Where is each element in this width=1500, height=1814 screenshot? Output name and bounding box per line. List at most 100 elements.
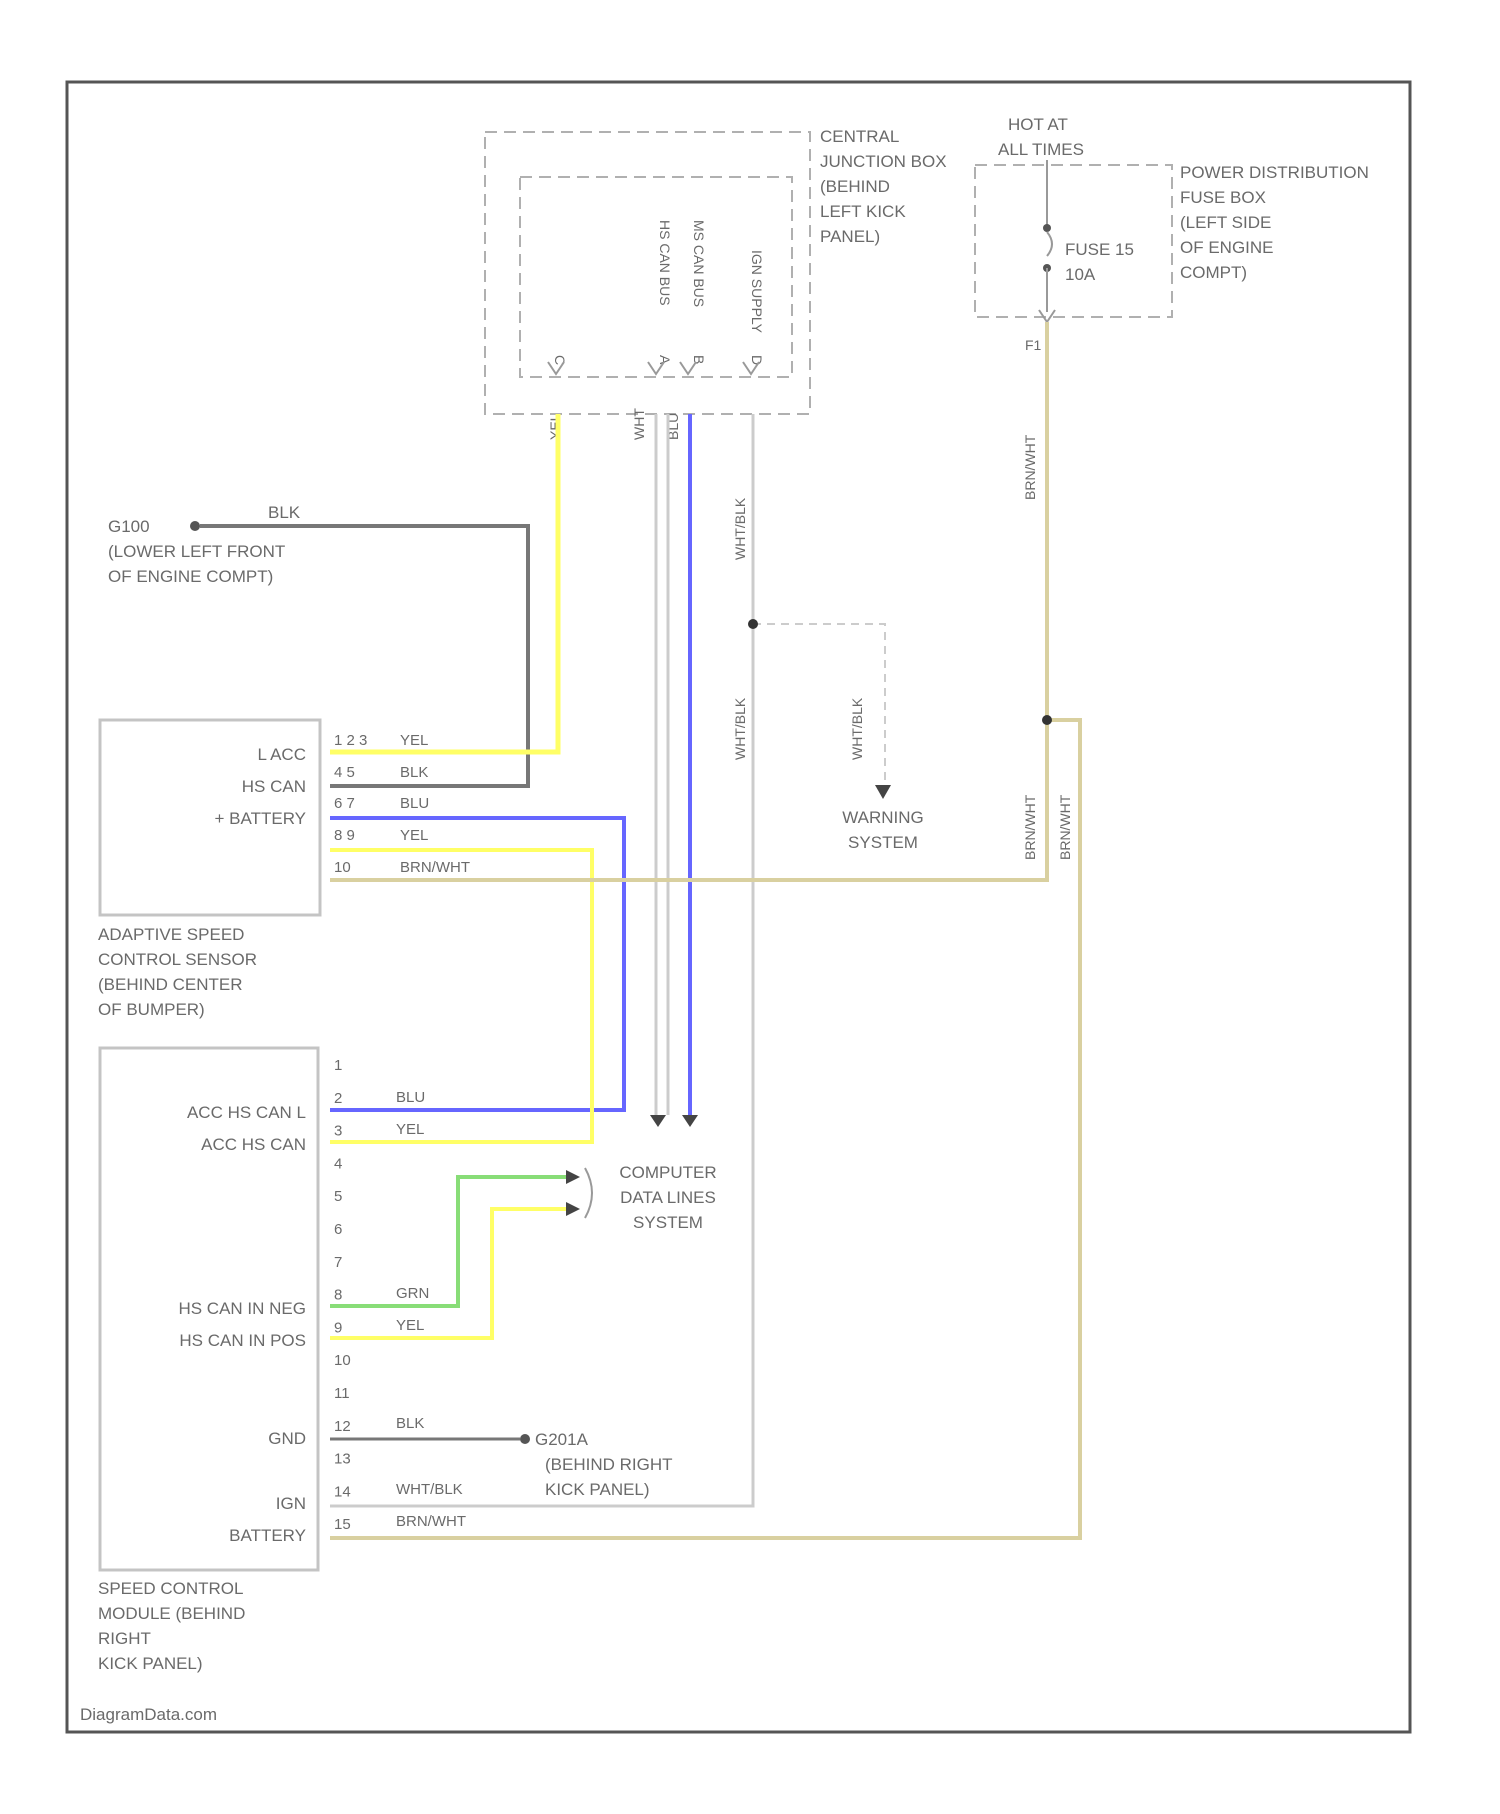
scm-pin-5: 5 — [334, 1188, 342, 1205]
cjb-ign-supply-label: IGN SUPPLY — [749, 250, 765, 334]
wire-yel-sensor-lacc — [330, 414, 558, 752]
diagram-frame — [67, 82, 1410, 1732]
scm-pin-7: 7 — [334, 1254, 342, 1271]
wire-yel-hs-can-pos — [330, 1209, 566, 1338]
scm-pin-4: 4 — [334, 1155, 342, 1172]
cdl-label-1: COMPUTER — [619, 1163, 716, 1182]
sensor-caption-4: OF BUMPER) — [98, 1000, 205, 1019]
scm-caption-4: KICK PANEL) — [98, 1654, 203, 1673]
scm-label-gnd: GND — [268, 1429, 306, 1448]
g201a-ground-icon — [520, 1434, 530, 1444]
sensor-wire-brn-wht: BRN/WHT — [400, 859, 470, 876]
cjb-pin-c: C — [552, 355, 568, 365]
cjb-wire-wht-blk: WHT/BLK — [732, 497, 748, 560]
scm-pin-12: 12 — [334, 1418, 351, 1435]
fuse-label-2: 10A — [1065, 265, 1096, 284]
scm-pin-column: 123456789101112131415 — [334, 1057, 351, 1533]
wire-yel-sensor-scm — [330, 850, 592, 1142]
g100-name: G100 — [108, 517, 150, 536]
g100-wire: BLK — [268, 503, 301, 522]
cjb-ms-can-bus-label: MS CAN BUS — [691, 220, 707, 307]
warning-label-2: SYSTEM — [848, 833, 918, 852]
fuse-label-1: FUSE 15 — [1065, 240, 1134, 259]
cjb-label-3: (BEHIND — [820, 177, 890, 196]
sensor-wire-yel-1: YEL — [400, 732, 428, 749]
g100-location-1: (LOWER LEFT FRONT — [108, 542, 285, 561]
sensor-caption-2: CONTROL SENSOR — [98, 950, 257, 969]
sensor-label-battery: + BATTERY — [215, 809, 306, 828]
scm-pin-1: 1 — [334, 1057, 342, 1074]
ign-wire-label: WHT/BLK — [732, 697, 748, 760]
sensor-pins-2: 4 5 — [334, 764, 355, 781]
g100-location-2: OF ENGINE COMPT) — [108, 567, 273, 586]
cdl-arrow-icon-1 — [650, 1115, 666, 1127]
cjb-hs-can-bus-label: HS CAN BUS — [657, 220, 673, 306]
pdb-wire-label: BRN/WHT — [1022, 434, 1038, 500]
scm-pin-13: 13 — [334, 1451, 351, 1468]
wire-wht-blk-warning — [753, 624, 885, 785]
wire-grn-hs-can-neg — [330, 1177, 566, 1306]
sensor-wire-blk: BLK — [400, 764, 428, 781]
sensor-label-hs-can: HS CAN — [242, 777, 306, 796]
scm-wire-blk: BLK — [396, 1415, 424, 1432]
fuse-pin: F1 — [1025, 337, 1042, 353]
g201a-name: G201A — [535, 1430, 589, 1449]
g201a-location-2: KICK PANEL) — [545, 1480, 650, 1499]
sensor-pins-5: 10 — [334, 859, 351, 876]
hot-label-1: HOT AT — [1008, 115, 1068, 134]
pdb-label-1: POWER DISTRIBUTION — [1180, 163, 1369, 182]
scm-pin-14: 14 — [334, 1483, 351, 1500]
warning-system: WHT/BLK WHT/BLK WARNING SYSTEM — [732, 697, 924, 852]
hot-label-2: ALL TIMES — [998, 140, 1084, 159]
scm-pin-3: 3 — [334, 1123, 342, 1140]
scm-wire-wht-blk: WHT/BLK — [396, 1481, 463, 1498]
cjb-pin-b: B — [691, 355, 707, 364]
cjb-pin-a: A — [657, 355, 673, 365]
sensor-wire-yel-2: YEL — [400, 827, 428, 844]
cdl-bracket — [585, 1168, 592, 1218]
sensor-pins-1: 1 2 3 — [334, 732, 367, 749]
splice-ign — [748, 619, 758, 629]
scm-label-acc-hs-can-l: ACC HS CAN L — [187, 1103, 306, 1122]
scm-label-hs-can-in-neg: HS CAN IN NEG — [178, 1299, 306, 1318]
pdb-label-3: (LEFT SIDE — [1180, 213, 1271, 232]
cjb-wire-yel: YEL — [547, 413, 563, 440]
scm-pin-11: 11 — [334, 1385, 350, 1402]
power-distribution-box: HOT AT ALL TIMES POWER DISTRIBUTION FUSE… — [975, 115, 1369, 500]
scm-wire-yel-2: YEL — [396, 1317, 424, 1334]
warning-label-1: WARNING — [842, 808, 924, 827]
fuse-icon — [1047, 232, 1052, 256]
pdb-label-4: OF ENGINE — [1180, 238, 1274, 257]
warning-wire-label: WHT/BLK — [849, 697, 865, 760]
scm-pin-9: 9 — [334, 1319, 342, 1336]
cjb-wire-wht: WHT — [631, 408, 647, 440]
fuse-terminal-top — [1043, 224, 1051, 232]
adaptive-speed-sensor: L ACC HS CAN + BATTERY 1 2 3 4 5 6 7 8 9… — [98, 720, 470, 1019]
scm-caption-1: SPEED CONTROL — [98, 1579, 243, 1598]
g100-ground-icon — [190, 521, 200, 531]
scm-label-ign: IGN — [276, 1494, 306, 1513]
scm-pin-15: 15 — [334, 1516, 351, 1533]
pdb-label-2: FUSE BOX — [1180, 188, 1266, 207]
scm-label-hs-can-in-pos: HS CAN IN POS — [179, 1331, 306, 1350]
scm-label-acc-hs-can: ACC HS CAN — [201, 1135, 306, 1154]
sensor-caption-3: (BEHIND CENTER — [98, 975, 243, 994]
cdl-label-3: SYSTEM — [633, 1213, 703, 1232]
scm-wire-brn-wht: BRN/WHT — [396, 1513, 466, 1530]
cjb-label-5: PANEL) — [820, 227, 880, 246]
scm-caption-3: RIGHT — [98, 1629, 151, 1648]
cdl-arrow-icon-3 — [566, 1170, 580, 1184]
wire-brn-wht-scm — [330, 720, 1080, 1538]
scm-wire-grn: GRN — [396, 1285, 429, 1302]
cdl-arrow-icon-4 — [566, 1202, 580, 1216]
computer-data-lines: COMPUTER DATA LINES SYSTEM — [619, 1163, 716, 1232]
sensor-pins-3: 6 7 — [334, 795, 355, 812]
scm-pin-6: 6 — [334, 1221, 342, 1238]
scm-pin-10: 10 — [334, 1352, 351, 1369]
cjb-label-1: CENTRAL — [820, 127, 899, 146]
sensor-caption-1: ADAPTIVE SPEED — [98, 925, 244, 944]
sensor-label-l-acc: L ACC — [257, 745, 306, 764]
scm-wire-yel-1: YEL — [396, 1121, 424, 1138]
watermark: DiagramData.com — [80, 1705, 217, 1724]
scm-wire-blu: BLU — [396, 1089, 425, 1106]
